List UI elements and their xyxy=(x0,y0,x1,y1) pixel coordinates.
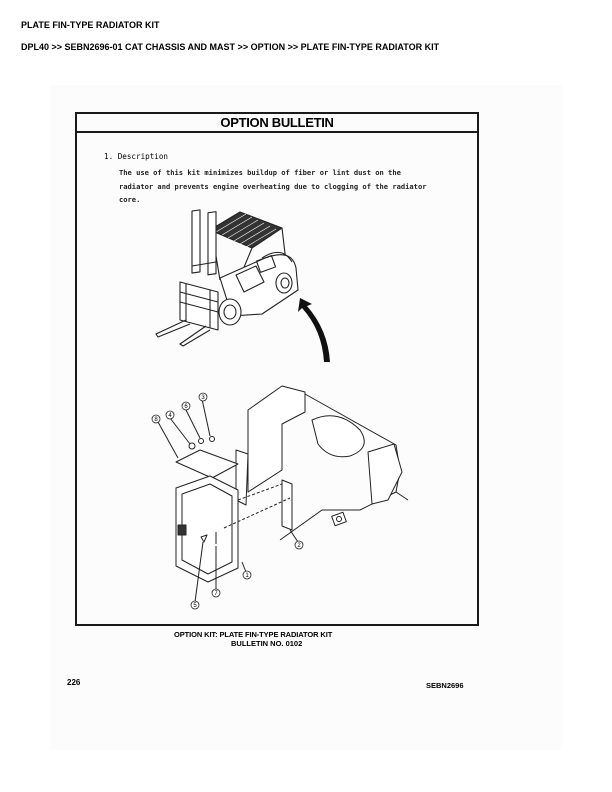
page-title: PLATE FIN-TYPE RADIATOR KIT xyxy=(21,20,160,30)
callout-2: 2 xyxy=(297,543,301,549)
option-bulletin-frame: OPTION BULLETIN 1. Description The use o… xyxy=(75,112,479,626)
kit-caption: OPTION KIT: PLATE FIN-TYPE RADIATOR KIT xyxy=(174,630,333,639)
description-line: radiator and prevents engine overheating… xyxy=(119,181,427,191)
bulletin-title: OPTION BULLETIN xyxy=(77,114,477,133)
section-heading: 1. Description xyxy=(104,152,169,161)
breadcrumb: DPL40 >> SEBN2696-01 CAT CHASSIS AND MAS… xyxy=(21,42,440,52)
direction-arrow xyxy=(298,298,330,362)
callout-1: 1 xyxy=(245,573,249,579)
callout-6: 6 xyxy=(184,404,188,410)
description-line: core. xyxy=(119,195,141,205)
callout-8: 8 xyxy=(154,417,158,423)
document-id: SEBN2696 xyxy=(426,681,464,690)
forklift-illustration xyxy=(155,209,299,347)
callout-3: 3 xyxy=(201,395,205,401)
callout-5: 5 xyxy=(193,603,197,609)
callout-7: 7 xyxy=(214,591,218,597)
bulletin-number: BULLETIN NO. 0102 xyxy=(231,639,303,648)
description-text: The use of this kit minimizes buildup of… xyxy=(119,166,459,207)
page-number: 226 xyxy=(67,678,81,687)
description-line: The use of this kit minimizes buildup of… xyxy=(119,168,401,177)
scanned-page xyxy=(50,85,562,750)
radiator-exploded-view xyxy=(157,385,409,603)
callout-markers xyxy=(151,392,304,610)
callout-4: 4 xyxy=(168,413,172,419)
